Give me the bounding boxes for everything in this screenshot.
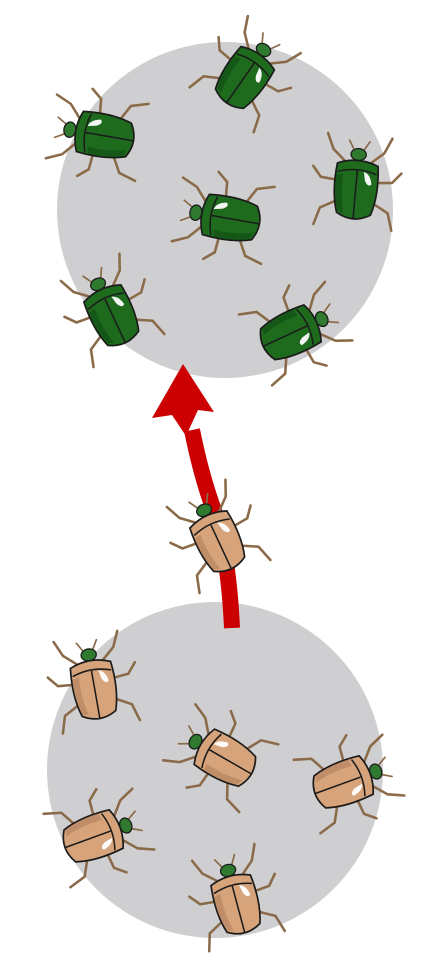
migration-arrow-icon xyxy=(152,364,232,628)
